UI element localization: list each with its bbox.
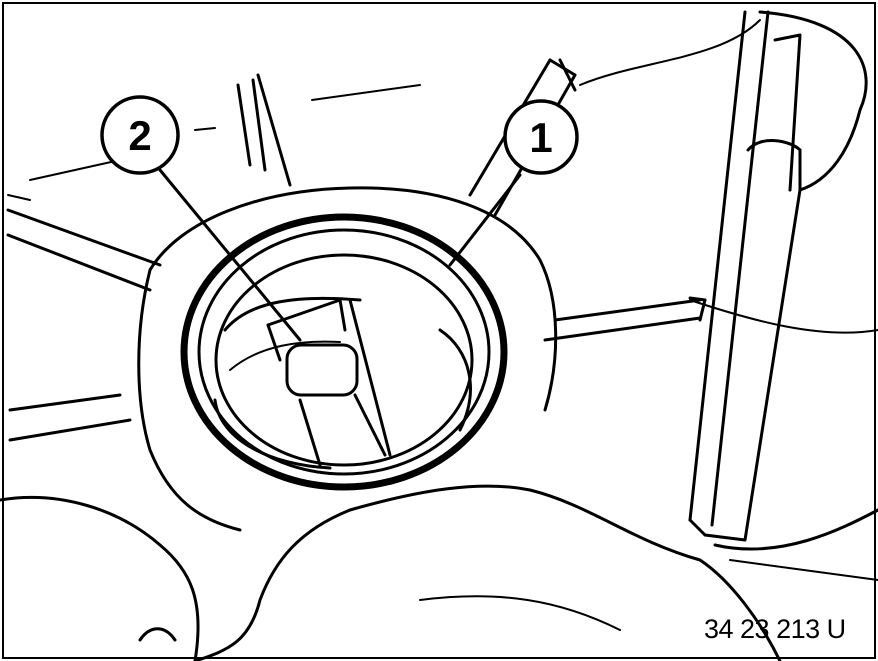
caliper-bore	[137, 186, 558, 532]
callout-leaders	[158, 168, 522, 342]
callout-1-circle	[503, 99, 579, 175]
callout-2-label: 2	[128, 112, 151, 159]
figure-code: 34 23 213 U	[704, 614, 846, 644]
callout-2-circle	[100, 95, 180, 175]
callout-1-label: 1	[529, 114, 552, 161]
lower-housing	[0, 484, 782, 661]
callout-2: 2	[100, 95, 180, 175]
bracket-arm	[688, 10, 802, 542]
piston-cutout	[266, 298, 392, 467]
caliper-housing-outline	[579, 10, 878, 581]
callout-1: 1	[503, 99, 579, 175]
